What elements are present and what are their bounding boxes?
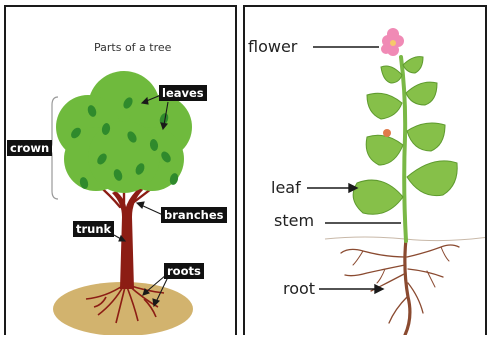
label-leaves: leaves xyxy=(159,85,207,101)
plant-bud xyxy=(383,129,391,137)
label-roots: roots xyxy=(164,263,204,279)
plant-roots xyxy=(341,239,459,335)
tree-diagram-title: Parts of a tree xyxy=(94,41,171,54)
label-root: root xyxy=(283,279,315,298)
tree-diagram-panel: Parts of a tree leaves crown branches tr… xyxy=(4,5,237,335)
label-branches: branches xyxy=(161,207,227,223)
label-crown: crown xyxy=(7,140,52,156)
plant-flower xyxy=(381,28,404,56)
label-leaf: leaf xyxy=(271,178,301,197)
ground-ellipse xyxy=(53,282,193,335)
label-trunk: trunk xyxy=(73,221,114,237)
plant-illustration xyxy=(245,7,487,335)
plant-diagram-panel: flower leaf stem root xyxy=(243,5,487,335)
label-stem: stem xyxy=(274,211,314,230)
label-flower: flower xyxy=(248,37,297,56)
tree-illustration xyxy=(6,7,237,335)
